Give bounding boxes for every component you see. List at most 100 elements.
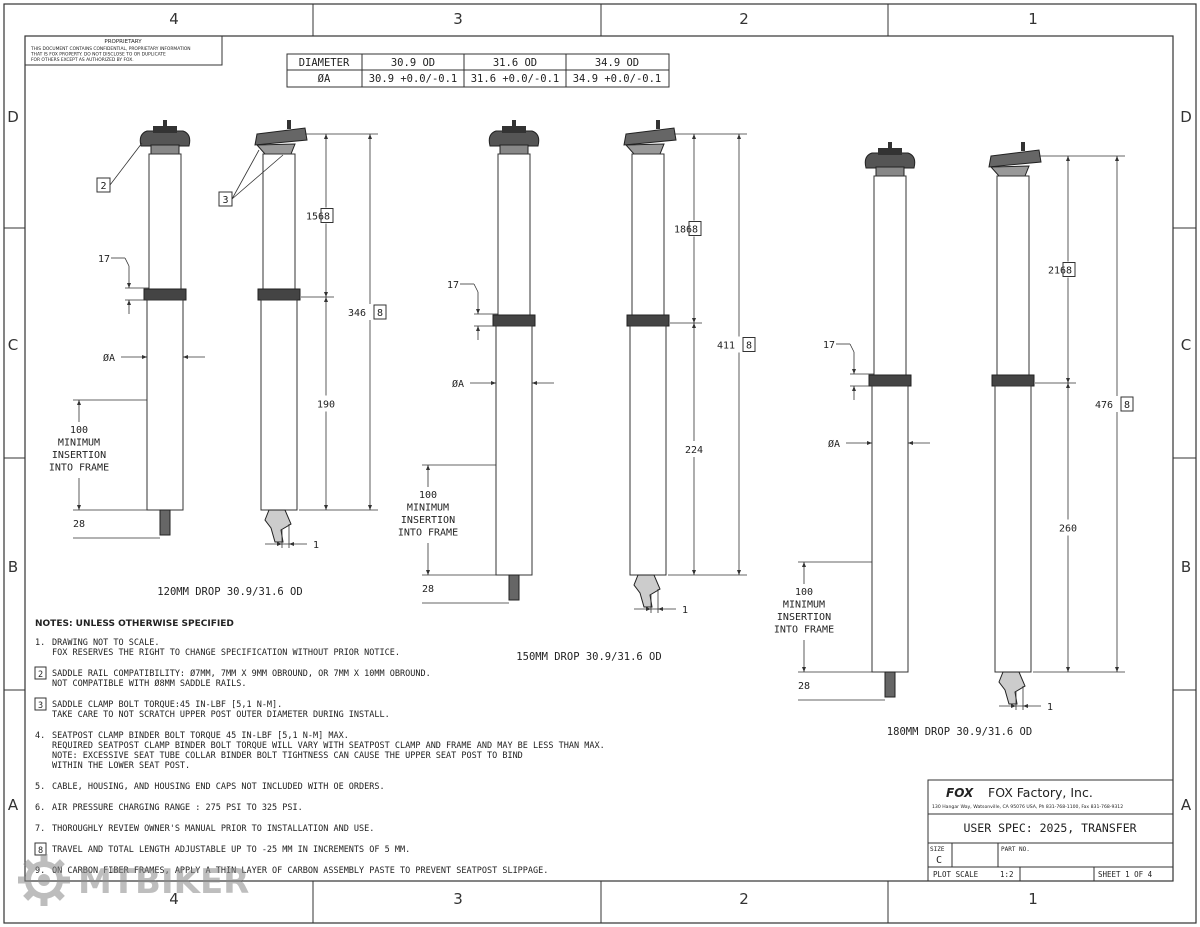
zone-row-b-right: B — [1181, 558, 1191, 576]
callout-clamp-number: 3 — [222, 195, 228, 206]
dim-insert-arrow-bottom — [77, 505, 81, 510]
watermark: MTBIKER — [18, 854, 249, 906]
clamp-head-front — [864, 152, 916, 169]
drawing-title: USER SPEC: 2025, TRANSFER — [963, 821, 1136, 835]
dim-upper-label: 216 — [1048, 266, 1066, 277]
dim-small-label: 1 — [682, 605, 688, 616]
dim-insert-text-3: INSERTION — [52, 450, 106, 461]
table-header-316: 31.6 OD — [493, 57, 537, 69]
dim-dia-arrow-b — [183, 355, 188, 359]
cable-stem-front — [508, 574, 520, 601]
table-cell-309: 30.9 +0.0/-0.1 — [369, 73, 458, 85]
dim-upper-note-box — [320, 208, 334, 223]
zone-col-2-bottom: 2 — [739, 890, 749, 908]
note-line-1: DRAWING NOT TO SCALE. — [52, 638, 159, 648]
dim-total-note-box — [373, 304, 387, 320]
dim-upper-arrow-bottom — [324, 292, 328, 297]
dim-lower-label: 224 — [685, 445, 703, 456]
note-line-2: FOX RESERVES THE RIGHT TO CHANGE SPECIFI… — [52, 648, 400, 658]
dim-upper-arrow-top — [324, 134, 328, 139]
dim-total-arrow-top — [737, 134, 741, 139]
lower-post-front — [871, 385, 909, 673]
zone-row-d: D — [7, 108, 19, 126]
dim-28-label: 28 — [798, 681, 810, 692]
dim-dia-arrow-a — [867, 441, 872, 445]
dim-28-label: 28 — [422, 584, 434, 595]
dim-1-arrow-a — [1011, 704, 1016, 708]
side-view-2: 1 — [623, 120, 688, 616]
note-line-1: CABLE, HOUSING, AND HOUSING END CAPS NOT… — [52, 782, 385, 792]
note-line-1: ON CARBON FIBER FRAMES, APPLY A THIN LAY… — [52, 866, 548, 876]
dim-upper-note: 8 — [1066, 266, 1072, 277]
note-line-4: WITHIN THE LOWER SEAT POST. — [52, 761, 190, 771]
dim-total-arrow-top — [368, 134, 372, 139]
proprietary-line-1: THIS DOCUMENT CONTAINS CONFIDENTIAL, PRO… — [30, 46, 191, 52]
note-number: 9. — [35, 866, 45, 876]
plot-scale-value: 1:2 — [1000, 870, 1014, 879]
dim-1-arrow-a — [277, 542, 282, 546]
table-header-diameter: DIAMETER — [299, 57, 350, 69]
dim-lower-arrow-bottom — [324, 505, 328, 510]
fox-logo: FOX — [946, 786, 974, 800]
dim-insert-arrow-top — [426, 465, 430, 470]
dim-total-arrow-bottom — [737, 570, 741, 575]
dim-total-label: 411 — [717, 341, 735, 352]
note-7: 7. THOROUGHLY REVIEW OWNER'S MANUAL PRIOR… — [35, 824, 374, 834]
lower-post-side — [994, 385, 1032, 673]
note-number: 2 — [38, 670, 43, 680]
upper-post-side — [996, 175, 1030, 376]
collar-side — [991, 374, 1035, 387]
dim-insert-text-4: INTO FRAME — [398, 528, 458, 539]
size-value: C — [936, 855, 942, 866]
note-line-2: TAKE CARE TO NOT SCRATCH UPPER POST OUTE… — [52, 710, 390, 720]
notes-heading: NOTES: UNLESS OTHERWISE SPECIFIED — [35, 619, 234, 629]
clamp-bolt-top — [878, 148, 902, 155]
clamp-cradle — [624, 143, 665, 155]
collar-side — [257, 288, 301, 301]
note-5: 5.CABLE, HOUSING, AND HOUSING END CAPS N… — [35, 782, 385, 792]
dim-lower-label: 260 — [1059, 524, 1077, 535]
note-line-2: REQUIRED SEATPOST CLAMP BINDER BOLT TORQ… — [52, 741, 605, 751]
clamp-bolt — [888, 142, 892, 149]
cable-stem-front — [884, 671, 896, 698]
upper-post-front — [497, 153, 531, 316]
dim-small-label: 1 — [1047, 702, 1053, 713]
dim-1-arrow-b — [289, 542, 294, 546]
dim-17-arrow-a — [852, 369, 856, 374]
note-number: 7. — [35, 824, 45, 834]
dim-insert-text-3: INSERTION — [401, 515, 455, 526]
clamp-lower — [150, 144, 180, 155]
zone-row-a: A — [8, 796, 19, 814]
dim-lower-arrow-bottom — [1066, 667, 1070, 672]
note-line-1: THOROUGHLY REVIEW OWNER'S MANUAL PRIOR T… — [52, 824, 374, 834]
dim-total-note: 8 — [377, 308, 383, 319]
notes-section: NOTES: UNLESS OTHERWISE SPECIFIED 1.DRAW… — [34, 619, 605, 876]
lower-post-front — [146, 299, 184, 511]
size-label: SIZE — [930, 846, 945, 853]
collar-front — [868, 374, 912, 387]
dim-upper-label: 156 — [306, 212, 324, 223]
gear-icon — [18, 854, 70, 906]
dim-insert-arrow-bottom — [426, 570, 430, 575]
zone-row-d-right: D — [1180, 108, 1192, 126]
dim-upper-arrow-bottom — [1066, 378, 1070, 383]
dim-17-leader-b — [849, 343, 855, 353]
cable-stem-front — [159, 509, 171, 536]
clamp-cradle — [989, 165, 1030, 177]
collar-side — [626, 314, 670, 327]
dim-dia-label: ØA — [452, 378, 464, 390]
note-number-box — [34, 697, 47, 711]
zone-col-2: 2 — [739, 10, 749, 28]
clamp-lower — [499, 144, 529, 155]
dim-insert-text-4: INTO FRAME — [774, 625, 834, 636]
cable-actuator-side — [264, 509, 292, 543]
note-line-1: SADDLE CLAMP BOLT TORQUE:45 IN-LBF [5,1 … — [52, 700, 282, 710]
dim-total-note-box — [1120, 396, 1134, 412]
dim-insert-text-3: INSERTION — [777, 612, 831, 623]
